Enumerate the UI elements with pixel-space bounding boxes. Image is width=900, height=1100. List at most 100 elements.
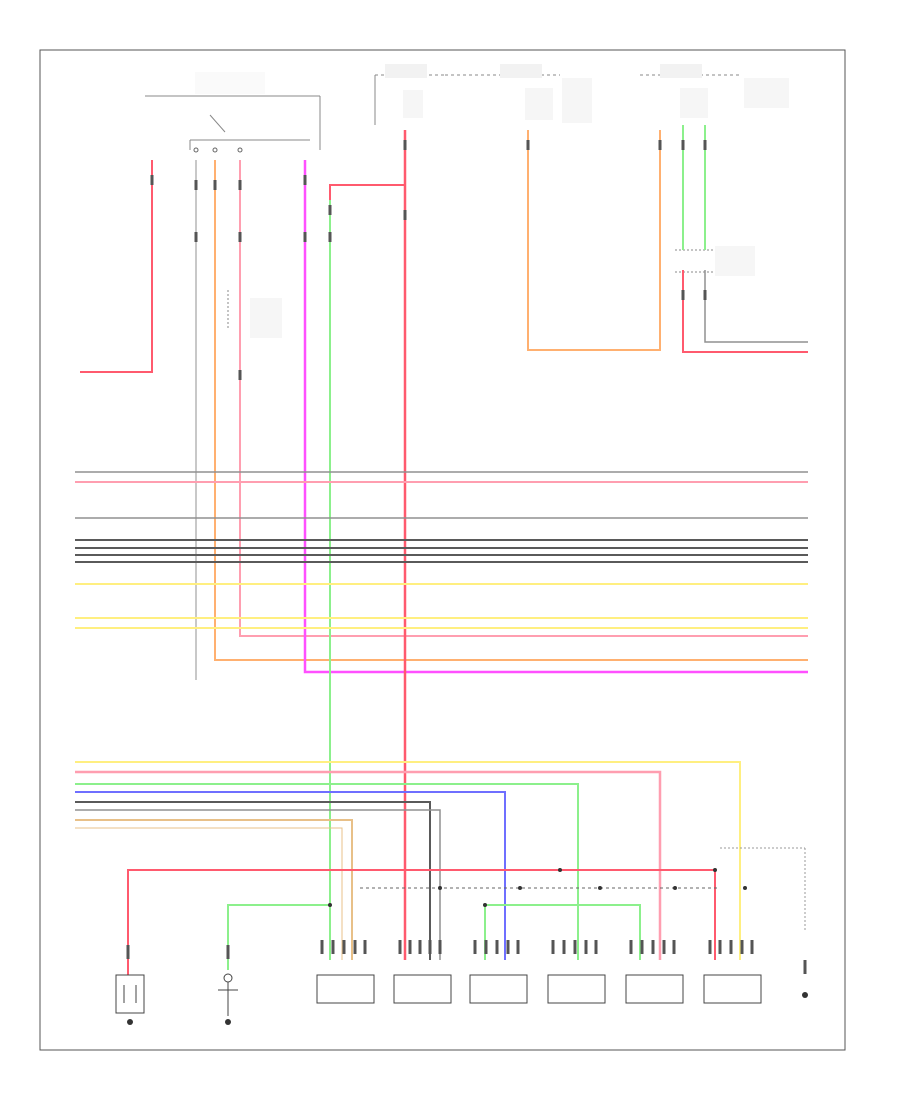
injector-pin-29 — [750, 940, 754, 954]
connector-stub-top-13 — [658, 140, 662, 150]
wire-magenta-transaxle — [303, 160, 808, 674]
connector-stub-top-10 — [403, 140, 407, 150]
injector-pin-20 — [629, 940, 633, 954]
injector-pin-5 — [398, 940, 402, 954]
hot-in-on-fuse — [445, 64, 592, 123]
wire-red-relay — [682, 270, 808, 353]
connector-stub-top-6 — [303, 175, 307, 185]
wire-red-branch — [329, 184, 405, 200]
harness-darkgray — [75, 801, 431, 960]
injector-pin-26 — [718, 940, 722, 954]
harness-tan-2 — [75, 827, 343, 960]
junction-dot-6 — [673, 886, 677, 890]
harness-lightgreen — [75, 783, 579, 960]
injector-1 — [316, 974, 375, 1004]
injector-pin-24 — [672, 940, 676, 954]
connector-stub-top-12 — [526, 140, 530, 150]
injector-3 — [469, 974, 528, 1004]
injector-pin-9 — [438, 940, 442, 954]
injector-pin-19 — [594, 940, 598, 954]
relay-block — [675, 246, 755, 276]
ground-point — [802, 992, 808, 998]
injector-pin-22 — [651, 940, 655, 954]
injector-pin-28 — [740, 940, 744, 954]
connector-stub-top-3 — [213, 180, 217, 190]
injector-pin-2 — [342, 940, 346, 954]
harness-pink — [75, 770, 662, 960]
top-components — [145, 64, 789, 338]
injector-pin-14 — [516, 940, 520, 954]
injector-pin-4 — [363, 940, 367, 954]
injector-pin-16 — [562, 940, 566, 954]
injector-2 — [393, 974, 452, 1004]
hot-at-all-times-fuse — [374, 64, 445, 125]
junction-dot-4 — [558, 868, 562, 872]
sensor-left-2 — [218, 973, 238, 1025]
junction-dot-1 — [438, 886, 442, 890]
wire-red-sensor-loop — [127, 869, 716, 975]
wire-red-top-left — [80, 160, 153, 373]
connector-stub-top-0 — [150, 175, 154, 185]
wire-orange-fuse-loop — [527, 130, 661, 351]
connector-stub-top-11 — [403, 210, 407, 220]
connector-stub-top-9 — [328, 232, 332, 242]
injector-pin-27 — [729, 940, 733, 954]
injector-pin-0 — [320, 940, 324, 954]
wire-green-sensor — [227, 904, 330, 970]
auto-transaxle-assembly — [145, 72, 321, 153]
injector-pin-1 — [331, 940, 335, 954]
injector-pin-10 — [473, 940, 477, 954]
junction-dot-8 — [743, 886, 747, 890]
injector-pin-17 — [573, 940, 577, 954]
injector-pin-15 — [551, 940, 555, 954]
wire-gray-relay — [704, 270, 808, 343]
injector-4 — [547, 974, 606, 1004]
wire-layer — [75, 125, 808, 975]
connector-stub-top-4 — [238, 180, 242, 190]
injector-6 — [703, 974, 762, 1004]
injector-pin-21 — [640, 940, 644, 954]
junction-dot-3 — [518, 886, 522, 890]
injector-5 — [625, 974, 684, 1004]
inhibitor-switch-block — [227, 290, 282, 338]
injector-pin-7 — [418, 940, 422, 954]
sensor-stub-2 — [226, 945, 230, 959]
wire-pink-transaxle — [239, 160, 808, 637]
junction-dot-2 — [483, 903, 487, 907]
injector-pin-11 — [484, 940, 488, 954]
wire-green-injector-bus — [485, 904, 641, 960]
injector-pin-8 — [428, 940, 432, 954]
sensor-stub-1 — [126, 945, 130, 959]
connector-stub-top-17 — [703, 290, 707, 300]
harness-gray — [75, 809, 441, 960]
connector-stub-top-2 — [194, 232, 198, 242]
connector-stub-top-7 — [303, 232, 307, 242]
injector-pin-18 — [584, 940, 588, 954]
connector-stub-top-14 — [681, 140, 685, 150]
injector-pin-13 — [506, 940, 510, 954]
connector-stub-top-1 — [194, 180, 198, 190]
sensor-left-1 — [115, 974, 145, 1025]
diagram-frame — [39, 49, 846, 1051]
injector-pin-12 — [495, 940, 499, 954]
connector-stub-top-15 — [703, 140, 707, 150]
junction-dot-5 — [598, 886, 602, 890]
junction-dot-0 — [328, 903, 332, 907]
connector-marks — [126, 140, 807, 974]
connector-stub-top-18 — [238, 370, 242, 380]
harness-tan — [75, 819, 353, 960]
injector-pin-25 — [708, 940, 712, 954]
wire-orange-transaxle — [214, 160, 808, 661]
connector-stub-top-8 — [328, 205, 332, 215]
ground-stub — [803, 960, 807, 974]
connector-stub-top-5 — [238, 232, 242, 242]
injector-pin-6 — [408, 940, 412, 954]
injector-pin-23 — [662, 940, 666, 954]
junction-dot-7 — [713, 868, 717, 872]
harness-yellow — [75, 761, 741, 960]
hot-in-start-fuse — [640, 64, 789, 118]
connector-stub-top-16 — [681, 290, 685, 300]
injector-pin-3 — [353, 940, 357, 954]
bottom-components — [115, 847, 808, 1025]
